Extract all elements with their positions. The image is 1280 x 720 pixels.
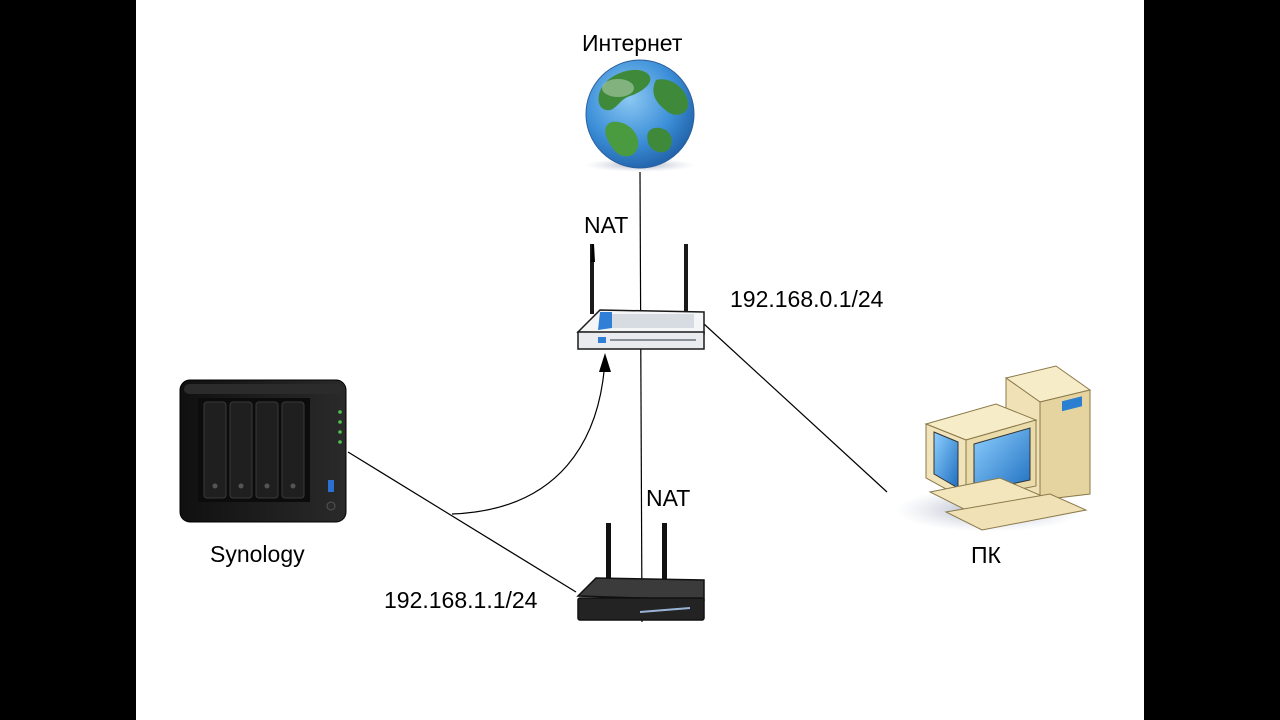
router-top-ip-label: 192.168.0.1/24 <box>730 286 884 312</box>
desktop-computer-icon <box>895 365 1092 532</box>
connections <box>347 171 888 623</box>
router-pc-link-line <box>703 323 888 493</box>
synology-label: Synology <box>210 541 305 567</box>
router-bottom-ip-label: 192.168.1.1/24 <box>384 587 538 613</box>
nas-icon <box>179 379 347 523</box>
pc-label: ПК <box>971 542 1001 568</box>
port-forward-arrow <box>451 359 606 515</box>
wifi-router-icon <box>576 244 705 350</box>
internet-link-line <box>639 171 643 623</box>
globe-icon <box>585 59 695 172</box>
arrow-head <box>599 353 611 372</box>
nat-bottom-label: NAT <box>646 485 691 511</box>
internet-label: Интернет <box>582 30 683 56</box>
nas-router-link-line <box>347 451 577 593</box>
nat-top-label: NAT <box>584 212 629 238</box>
wifi-router-icon <box>576 523 705 621</box>
